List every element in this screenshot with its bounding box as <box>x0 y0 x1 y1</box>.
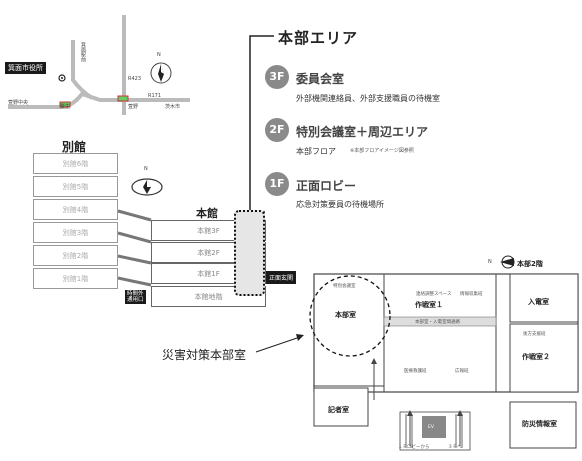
room-broadcast: 広報班 <box>455 369 469 374</box>
floor-1f-desc: 応急対策要員の待機場所 <box>296 200 384 209</box>
compass-icon <box>131 178 163 196</box>
map-place-center: 萱野 <box>128 104 139 110</box>
front-entrance-tag: 正面玄関 <box>266 271 297 284</box>
main-building-label: 本館 <box>196 207 218 220</box>
map-road-vertical: 箕面駅前 <box>80 42 86 62</box>
lobby-from-label: １Ｆロビーから <box>398 445 430 450</box>
floor-plan <box>309 255 579 451</box>
room-liaison: 連絡調整スペース <box>416 292 452 297</box>
floor-badge-1f: 1F <box>265 172 289 196</box>
compass-north-label: N <box>144 166 148 172</box>
floor-plan-title: 本部2階 <box>517 260 543 268</box>
room-logistics: 後方支援班 <box>523 332 546 337</box>
floor-plan-north: N <box>488 259 492 265</box>
annex-floor-2: 別館2階 <box>33 245 118 266</box>
annex-floor-4: 別館4階 <box>33 199 118 220</box>
area-title: 本部エリア <box>278 29 359 47</box>
room-ev: EV <box>428 425 434 430</box>
map-road-right: R171 <box>148 93 162 99</box>
annex-floor-1: 別館1階 <box>33 268 118 289</box>
room-entry: 入電室 <box>528 298 549 306</box>
room-hq: 本部室 <box>335 311 356 319</box>
annex-floor-5: 別館5階 <box>33 176 118 197</box>
room-info-collect: 情報収集班 <box>460 292 483 297</box>
room-work1: 作戦室１ <box>415 301 443 309</box>
room-work2: 作戦室２ <box>522 353 550 361</box>
floor-3f-desc: 外部機関連絡員、外部支援職員の待機室 <box>296 94 440 103</box>
map-place-right: 茨木市 <box>165 104 181 110</box>
annex-floor-3: 別館3階 <box>33 222 118 243</box>
floor-1f-name: 正面ロビー <box>296 179 357 193</box>
hq-area-highlight <box>234 210 265 296</box>
disaster-hq-label: 災害対策本部室 <box>162 348 247 362</box>
room-disaster-info: 防災情報室 <box>522 420 557 428</box>
map-place-left: 萱野中央 <box>8 100 29 106</box>
floor-2f-desc: 本部フロア <box>296 147 336 156</box>
to-3f-label: ３Ｆへ <box>448 445 462 450</box>
area-map <box>8 15 190 115</box>
floor-3f-name: 委員会室 <box>296 72 345 86</box>
map-place-mid: 粟生 <box>60 104 71 110</box>
map-north-label: N <box>157 52 161 58</box>
annex-floor-6: 別館6階 <box>33 153 118 174</box>
map-road-num: R423 <box>128 76 142 82</box>
room-press: 記者室 <box>328 406 349 414</box>
floor-2f-name: 特別会議室＋周辺エリア <box>296 125 429 139</box>
room-hq-entry: 本部室・入電室間通路 <box>415 320 460 325</box>
floor-2f-note: ※本部フロアイメージ図参照 <box>350 148 414 154</box>
annex-label: 別館 <box>62 140 87 154</box>
floor-badge-3f: 3F <box>265 65 289 89</box>
room-medical: 医療救護班 <box>404 369 427 374</box>
room-special-conf: 特別会議室 <box>333 284 356 289</box>
map-city-hall: 箕面市役所 <box>5 62 46 74</box>
floor-badge-2f: 2F <box>265 118 289 142</box>
after-hours-entrance-tag: 時間外 通用口 <box>125 290 146 304</box>
